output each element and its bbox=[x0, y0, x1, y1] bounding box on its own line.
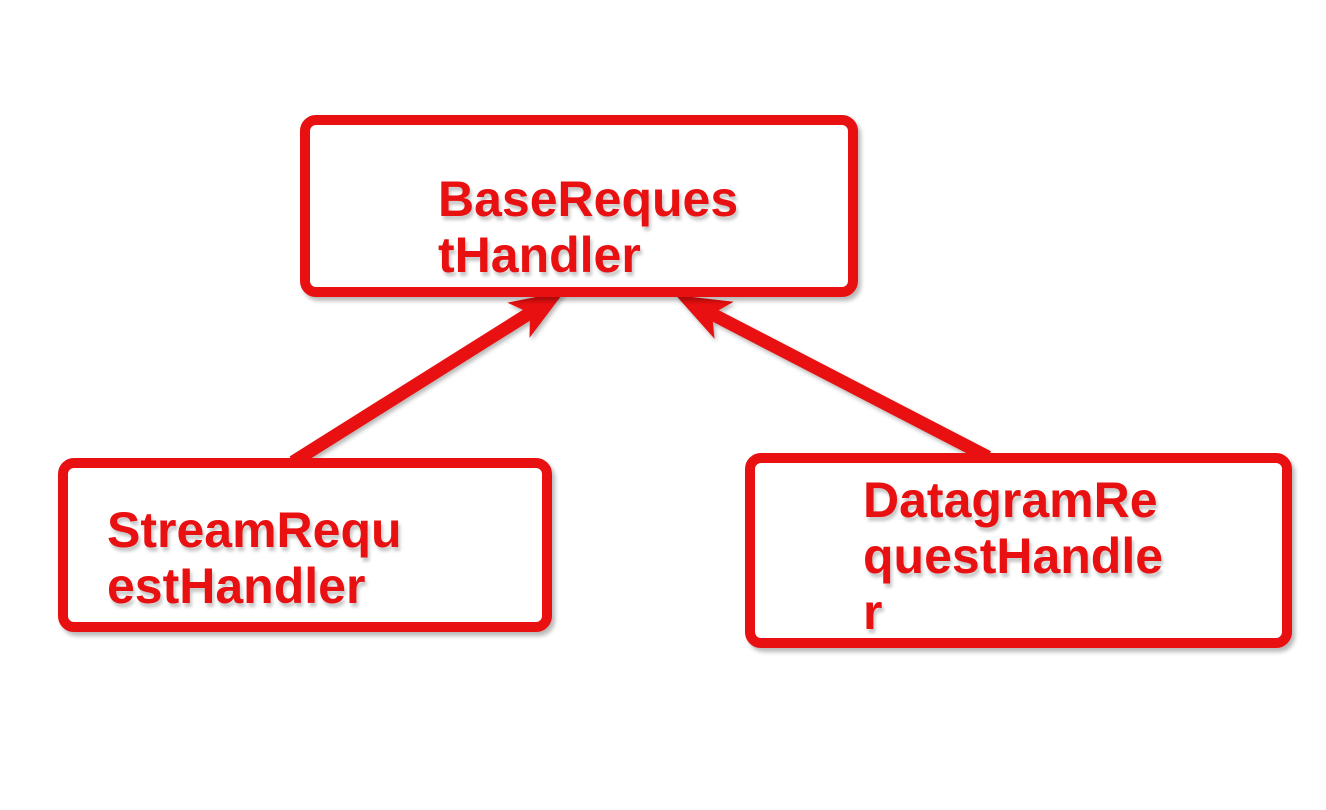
class-name-line: StreamRequ bbox=[103, 498, 407, 563]
class-node-datagramrequesthandler: DatagramRe questHandle r bbox=[745, 453, 1292, 648]
class-name-label: DatagramRe questHandle r bbox=[858, 468, 1167, 645]
class-name-line: BaseReques bbox=[433, 167, 742, 232]
class-node-streamrequesthandler: StreamRequ estHandler bbox=[58, 458, 552, 632]
class-name-line: DatagramRe bbox=[858, 468, 1162, 533]
class-name-label: StreamRequ estHandler bbox=[103, 498, 407, 619]
class-name-line: tHandler bbox=[433, 223, 645, 288]
class-name-line: questHandle bbox=[858, 524, 1167, 589]
class-node-baserequesthandler: BaseReques tHandler bbox=[300, 115, 858, 297]
class-name-line: estHandler bbox=[103, 554, 370, 619]
inheritance-arrow-stream-to-base bbox=[289, 291, 565, 468]
inheritance-arrow-datagram-to-base bbox=[675, 295, 991, 463]
class-name-line: r bbox=[858, 580, 886, 645]
class-name-label: BaseReques tHandler bbox=[433, 167, 742, 288]
